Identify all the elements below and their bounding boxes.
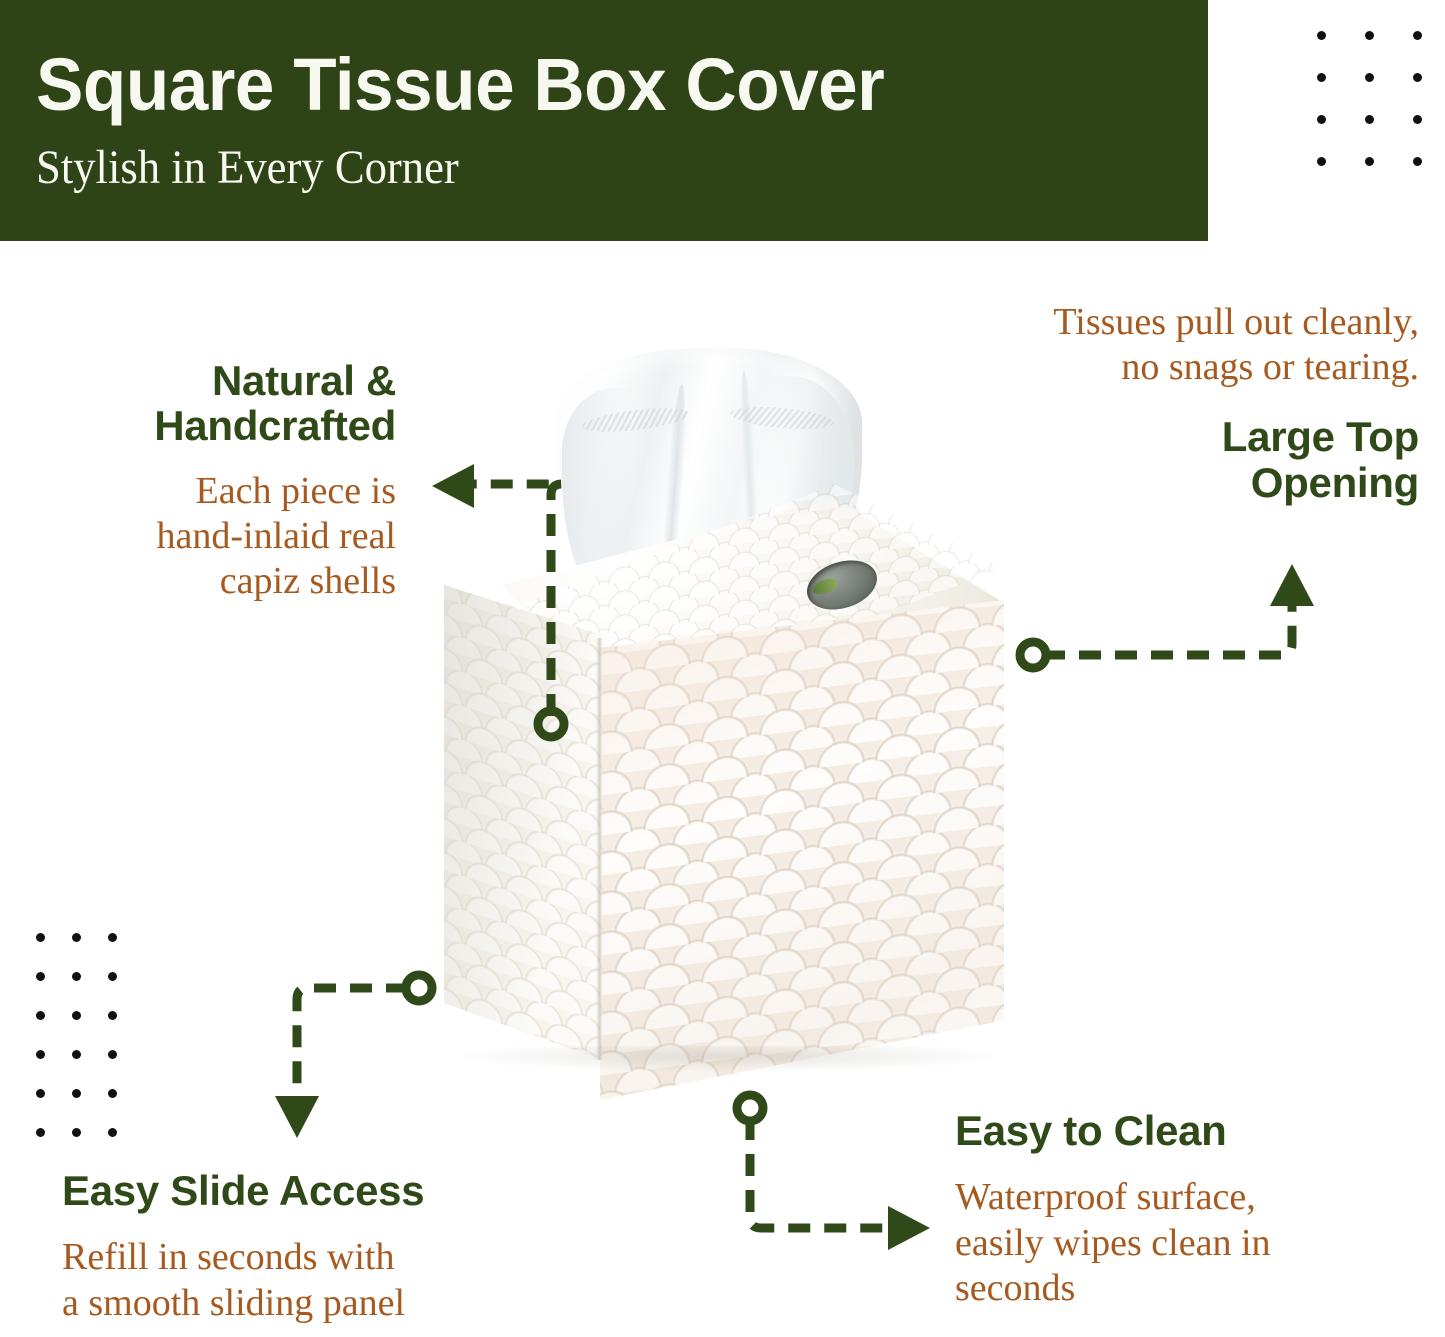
callout-body-line: a smooth sliding panel [62, 1281, 406, 1324]
box-front-face [600, 600, 1004, 1100]
callout-title-line: Natural & [211, 357, 396, 404]
dot [1316, 114, 1326, 124]
callout-body-line: Waterproof surface, [955, 1176, 1256, 1219]
callout-title-line: Handcrafted [154, 402, 396, 450]
dot [35, 933, 45, 942]
callout-title: Easy Slide Access [62, 1167, 425, 1214]
callout-large-top-opening: Tissues pull out cleanly, no snags or te… [859, 300, 1419, 505]
callout-title: Large Top Opening [859, 413, 1420, 506]
box-drop-shadow [452, 1046, 1008, 1072]
callout-body-line: hand-inlaid real [156, 514, 396, 557]
dot [1316, 156, 1326, 166]
dot-grid-decoration-bottom-left [22, 918, 130, 1152]
callout-body-line: no snags or tearing. [1121, 346, 1419, 389]
dot [1412, 114, 1422, 124]
callout-body-line: capiz shells [219, 560, 396, 603]
header-band: Square Tissue Box Cover Stylish in Every… [0, 0, 1208, 241]
callout-title: Easy to Clean [955, 1107, 1227, 1154]
dot [1316, 72, 1326, 82]
dot [71, 933, 81, 942]
dot [107, 1011, 117, 1020]
dot [107, 933, 117, 942]
callout-title: Natural & Handcrafted [0, 358, 396, 449]
dot [1412, 30, 1422, 40]
dot [71, 1128, 81, 1137]
dot [71, 1089, 81, 1098]
dot [107, 1128, 117, 1137]
callout-body-line: seconds [955, 1266, 1076, 1309]
callout-body-line: easily wipes clean in [955, 1221, 1271, 1264]
callout-body: Waterproof surface, easily wipes clean i… [955, 1175, 1425, 1311]
dot [1364, 114, 1374, 124]
dot [71, 1050, 81, 1059]
callout-natural-handcrafted: Natural & Handcrafted Each piece is hand… [0, 358, 396, 604]
box-corner-edge [596, 638, 603, 1060]
dot [35, 972, 45, 981]
callout-body-line: Tissues pull out cleanly, [1053, 301, 1419, 343]
dot [71, 1011, 81, 1020]
dot [35, 1011, 45, 1020]
callout-body: Tissues pull out cleanly, no snags or te… [859, 300, 1419, 390]
capiz-shell-pattern [600, 600, 1004, 1100]
callout-easy-to-clean: Easy to Clean Waterproof surface, easily… [955, 1108, 1425, 1311]
box-side-face [444, 585, 602, 1060]
dot [1412, 72, 1422, 82]
page-title: Square Tissue Box Cover [36, 43, 885, 126]
callout-title-line: Large Top [1221, 413, 1420, 461]
dot [107, 1050, 117, 1059]
page-subtitle: Stylish in Every Corner [36, 141, 459, 194]
dot-grid-decoration-top-right [1297, 14, 1441, 182]
dot [71, 972, 81, 981]
dot [35, 1089, 45, 1098]
dot [1316, 30, 1326, 40]
dot [1364, 30, 1374, 40]
dot [1364, 72, 1374, 82]
dot [35, 1128, 45, 1137]
dot [1364, 156, 1374, 166]
capiz-shell-pattern [444, 585, 602, 1060]
dot [1412, 156, 1422, 166]
dot [107, 972, 117, 981]
callout-body-line: Refill in seconds with [62, 1236, 395, 1279]
dot [107, 1089, 117, 1098]
dot [35, 1050, 45, 1059]
callout-body: Refill in seconds with a smooth sliding … [62, 1235, 582, 1325]
callout-title-line: Opening [1250, 458, 1420, 506]
callout-body: Each piece is hand-inlaid real capiz she… [0, 469, 396, 605]
callout-easy-slide-access: Easy Slide Access Refill in seconds with… [62, 1168, 582, 1326]
callout-body-line: Each piece is [195, 469, 396, 512]
